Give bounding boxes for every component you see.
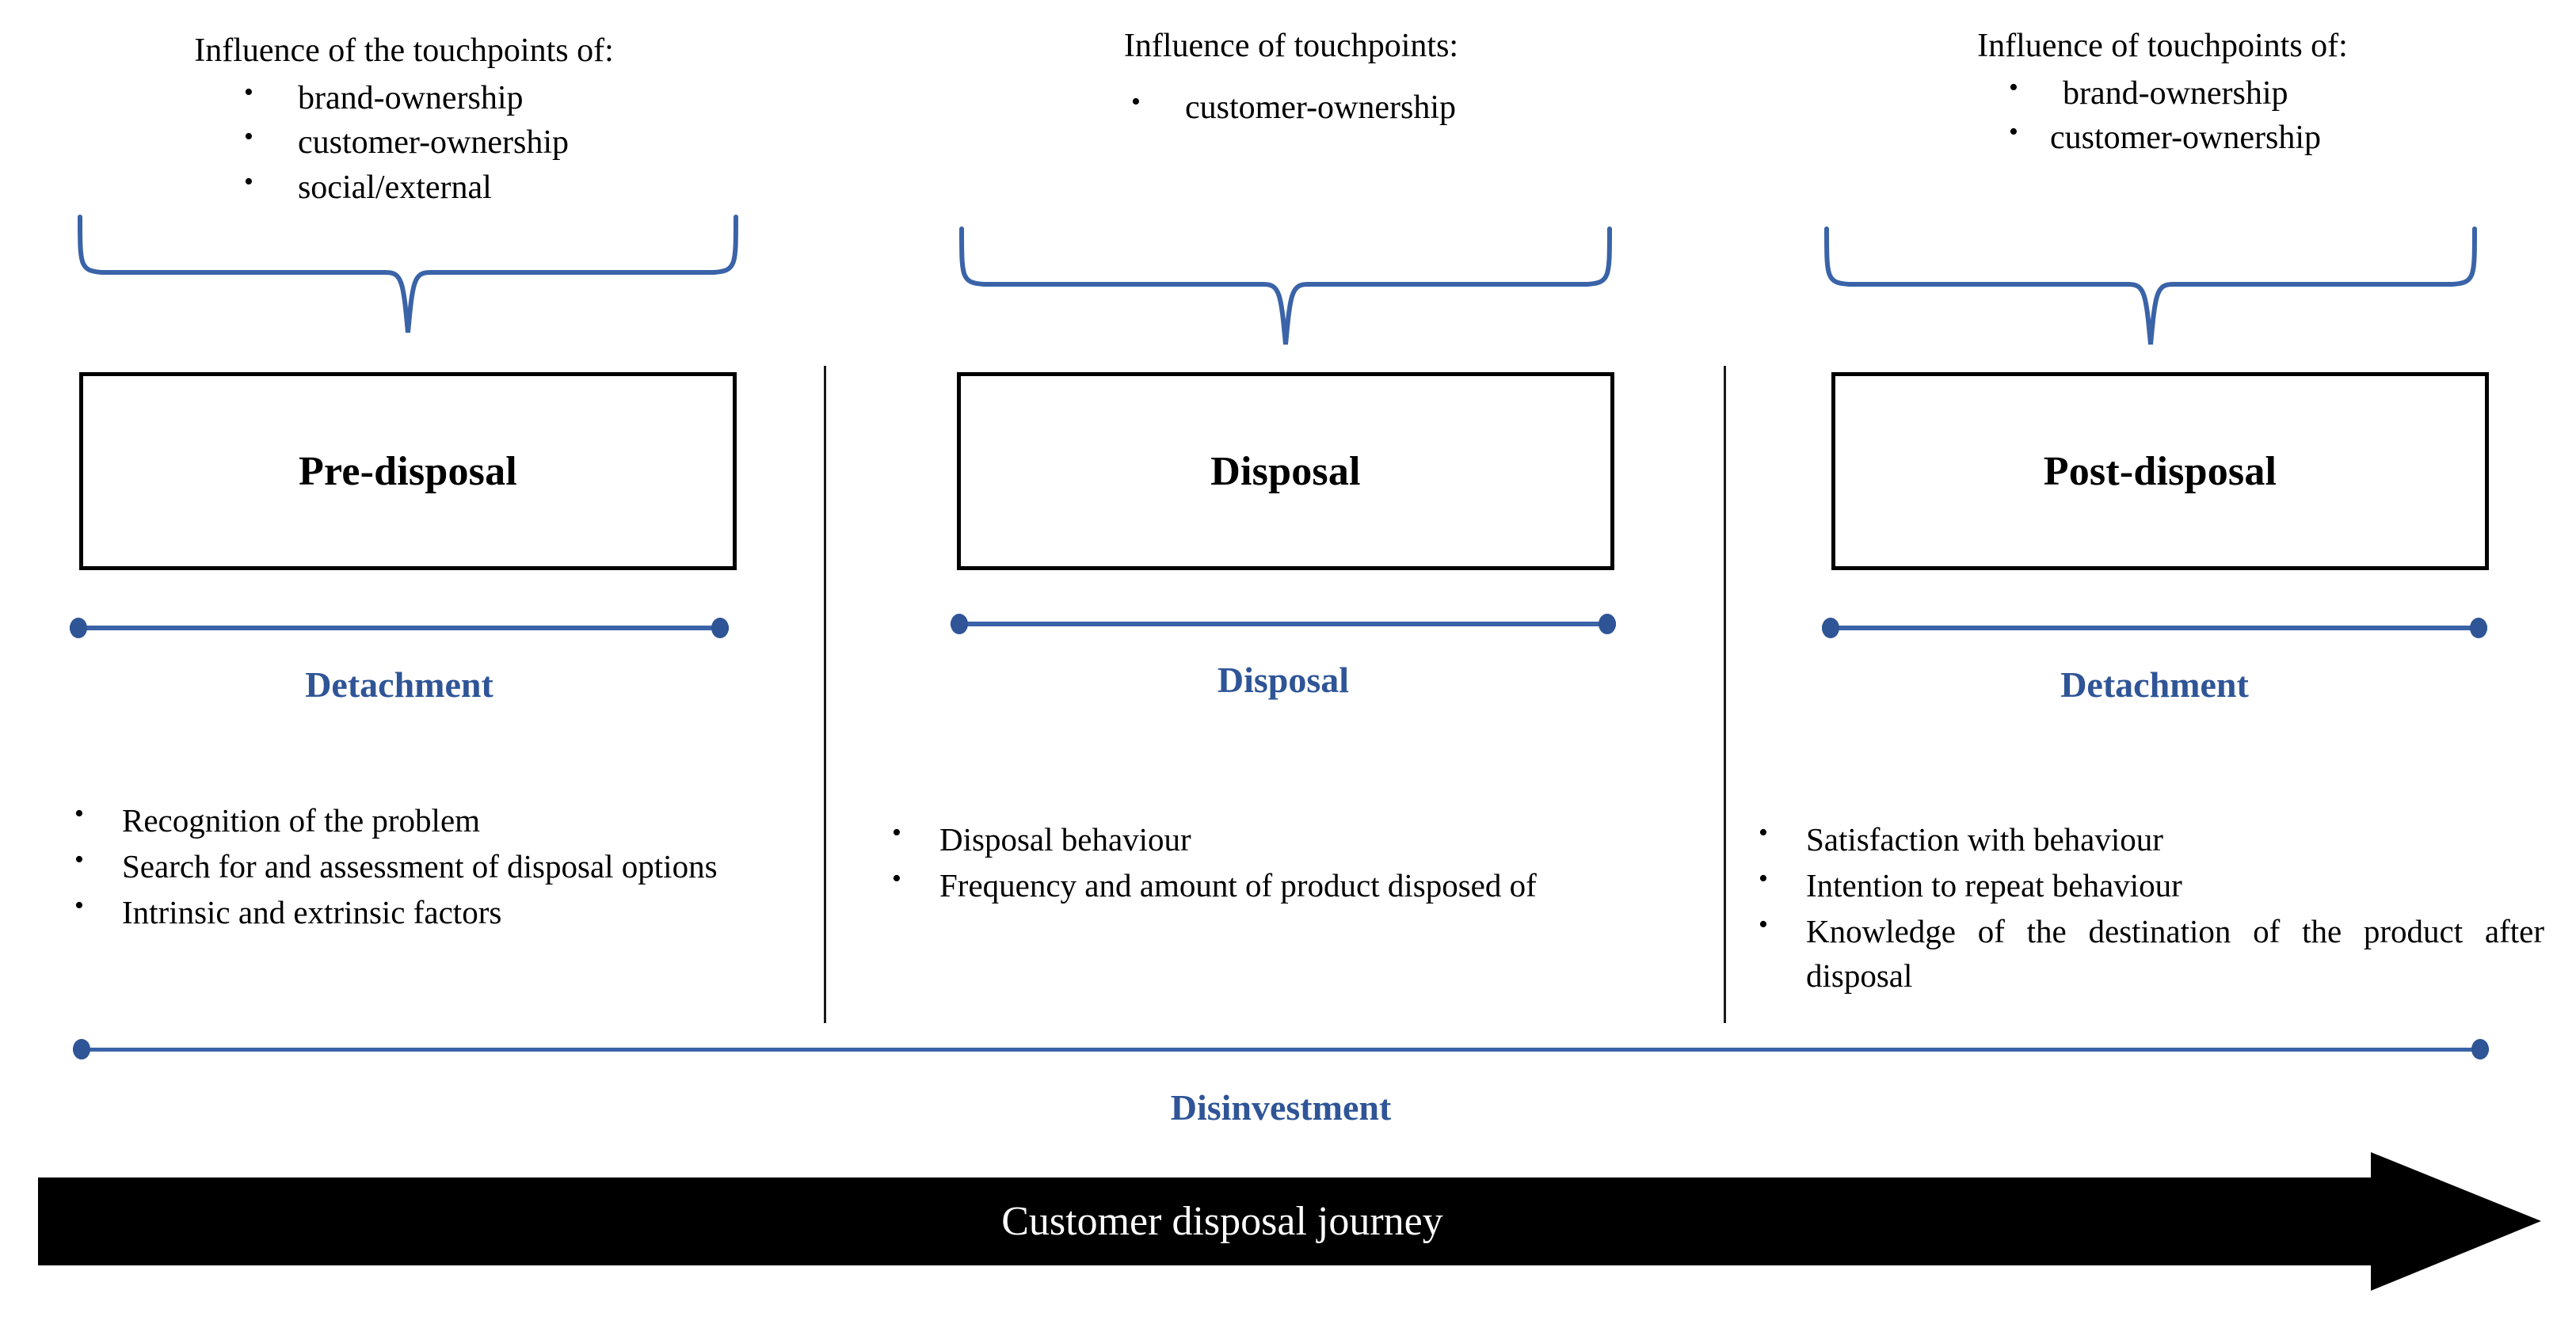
brace-post-disposal [1824, 226, 2477, 345]
connector-endpoint-left [1822, 618, 1839, 638]
overall-span-connector [73, 1039, 2489, 1060]
connector-endpoint-right [1599, 614, 1616, 634]
phase-label-disposal: Disposal [1217, 660, 1350, 700]
touchpoints-block-pre-disposal: Influence of the touchpoints of: brand-o… [48, 30, 760, 211]
touchpoint-item: brand-ownership [239, 74, 569, 121]
touchpoint-item: customer-ownership [239, 119, 569, 165]
phase-label-pre-disposal: Detachment [305, 664, 493, 705]
touchpoint-item: customer-ownership [1126, 84, 1456, 131]
activity-list-disposal: Disposal behaviour Frequency and amount … [886, 815, 1622, 909]
touchpoints-title: Influence of the touchpoints of: [194, 32, 614, 69]
connector-bar [73, 1048, 2489, 1052]
customer-journey-arrow: Customer disposal journey [38, 1152, 2541, 1291]
connector-bar [1822, 626, 2487, 630]
activity-item: Intrinsic and extrinsic factors [68, 888, 781, 934]
connector-bar [70, 626, 729, 630]
connector-endpoint-right [711, 618, 729, 638]
stage-box-post-disposal[interactable]: Post-disposal [1831, 372, 2489, 570]
connector-bar [951, 622, 1616, 626]
phase-connector-pre-disposal [70, 618, 729, 638]
stage-box-pre-disposal[interactable]: Pre-disposal [79, 372, 737, 570]
activity-list-post-disposal: Satisfaction with behaviour Intention to… [1752, 815, 2544, 1000]
touchpoint-item: social/external [239, 164, 569, 211]
touchpoints-list: brand-ownership customer-ownership [2004, 70, 2321, 161]
touchpoints-block-disposal: Influence of touchpoints: customer-owner… [911, 25, 1671, 130]
brace-disposal [959, 226, 1612, 345]
touchpoints-list: customer-ownership [1126, 84, 1456, 131]
touchpoints-list: brand-ownership customer-ownership socia… [239, 74, 569, 211]
stage-box-disposal[interactable]: Disposal [957, 372, 1614, 570]
activity-item: Satisfaction with behaviour [1752, 815, 2544, 862]
activity-item: Knowledge of the destination of the prod… [1752, 907, 2544, 998]
column-divider-1 [824, 366, 826, 1023]
activity-item: Search for and assessment of disposal op… [68, 842, 781, 888]
connector-endpoint-right [2470, 618, 2487, 638]
column-divider-2 [1724, 366, 1726, 1023]
stage-box-label: Post-disposal [2043, 448, 2277, 494]
phase-connector-disposal [951, 614, 1616, 634]
touchpoints-title: Influence of touchpoints of: [1977, 28, 2348, 64]
touchpoint-item: customer-ownership [2004, 114, 2321, 161]
phase-label-post-disposal: Detachment [2060, 664, 2249, 705]
activity-item: Intention to repeat behaviour [1752, 861, 2544, 907]
connector-endpoint-left [73, 1039, 90, 1060]
stage-box-label: Disposal [1210, 448, 1361, 494]
touchpoints-title: Influence of touchpoints: [1123, 28, 1459, 64]
brace-pre-disposal [78, 215, 738, 333]
touchpoints-block-post-disposal: Influence of touchpoints of: brand-owner… [1782, 25, 2543, 161]
connector-endpoint-left [951, 614, 968, 634]
connector-endpoint-right [2471, 1039, 2489, 1060]
connector-endpoint-left [70, 618, 87, 638]
activity-item: Frequency and amount of product disposed… [886, 861, 1622, 907]
activity-item: Recognition of the problem [68, 796, 781, 843]
phase-connector-post-disposal [1822, 618, 2487, 638]
activity-item: Disposal behaviour [886, 815, 1622, 862]
activity-list-pre-disposal: Recognition of the problem Search for an… [68, 796, 781, 936]
overall-span-label: Disinvestment [1170, 1087, 1392, 1128]
touchpoint-item: brand-ownership [2004, 70, 2321, 116]
stage-box-label: Pre-disposal [299, 448, 517, 494]
